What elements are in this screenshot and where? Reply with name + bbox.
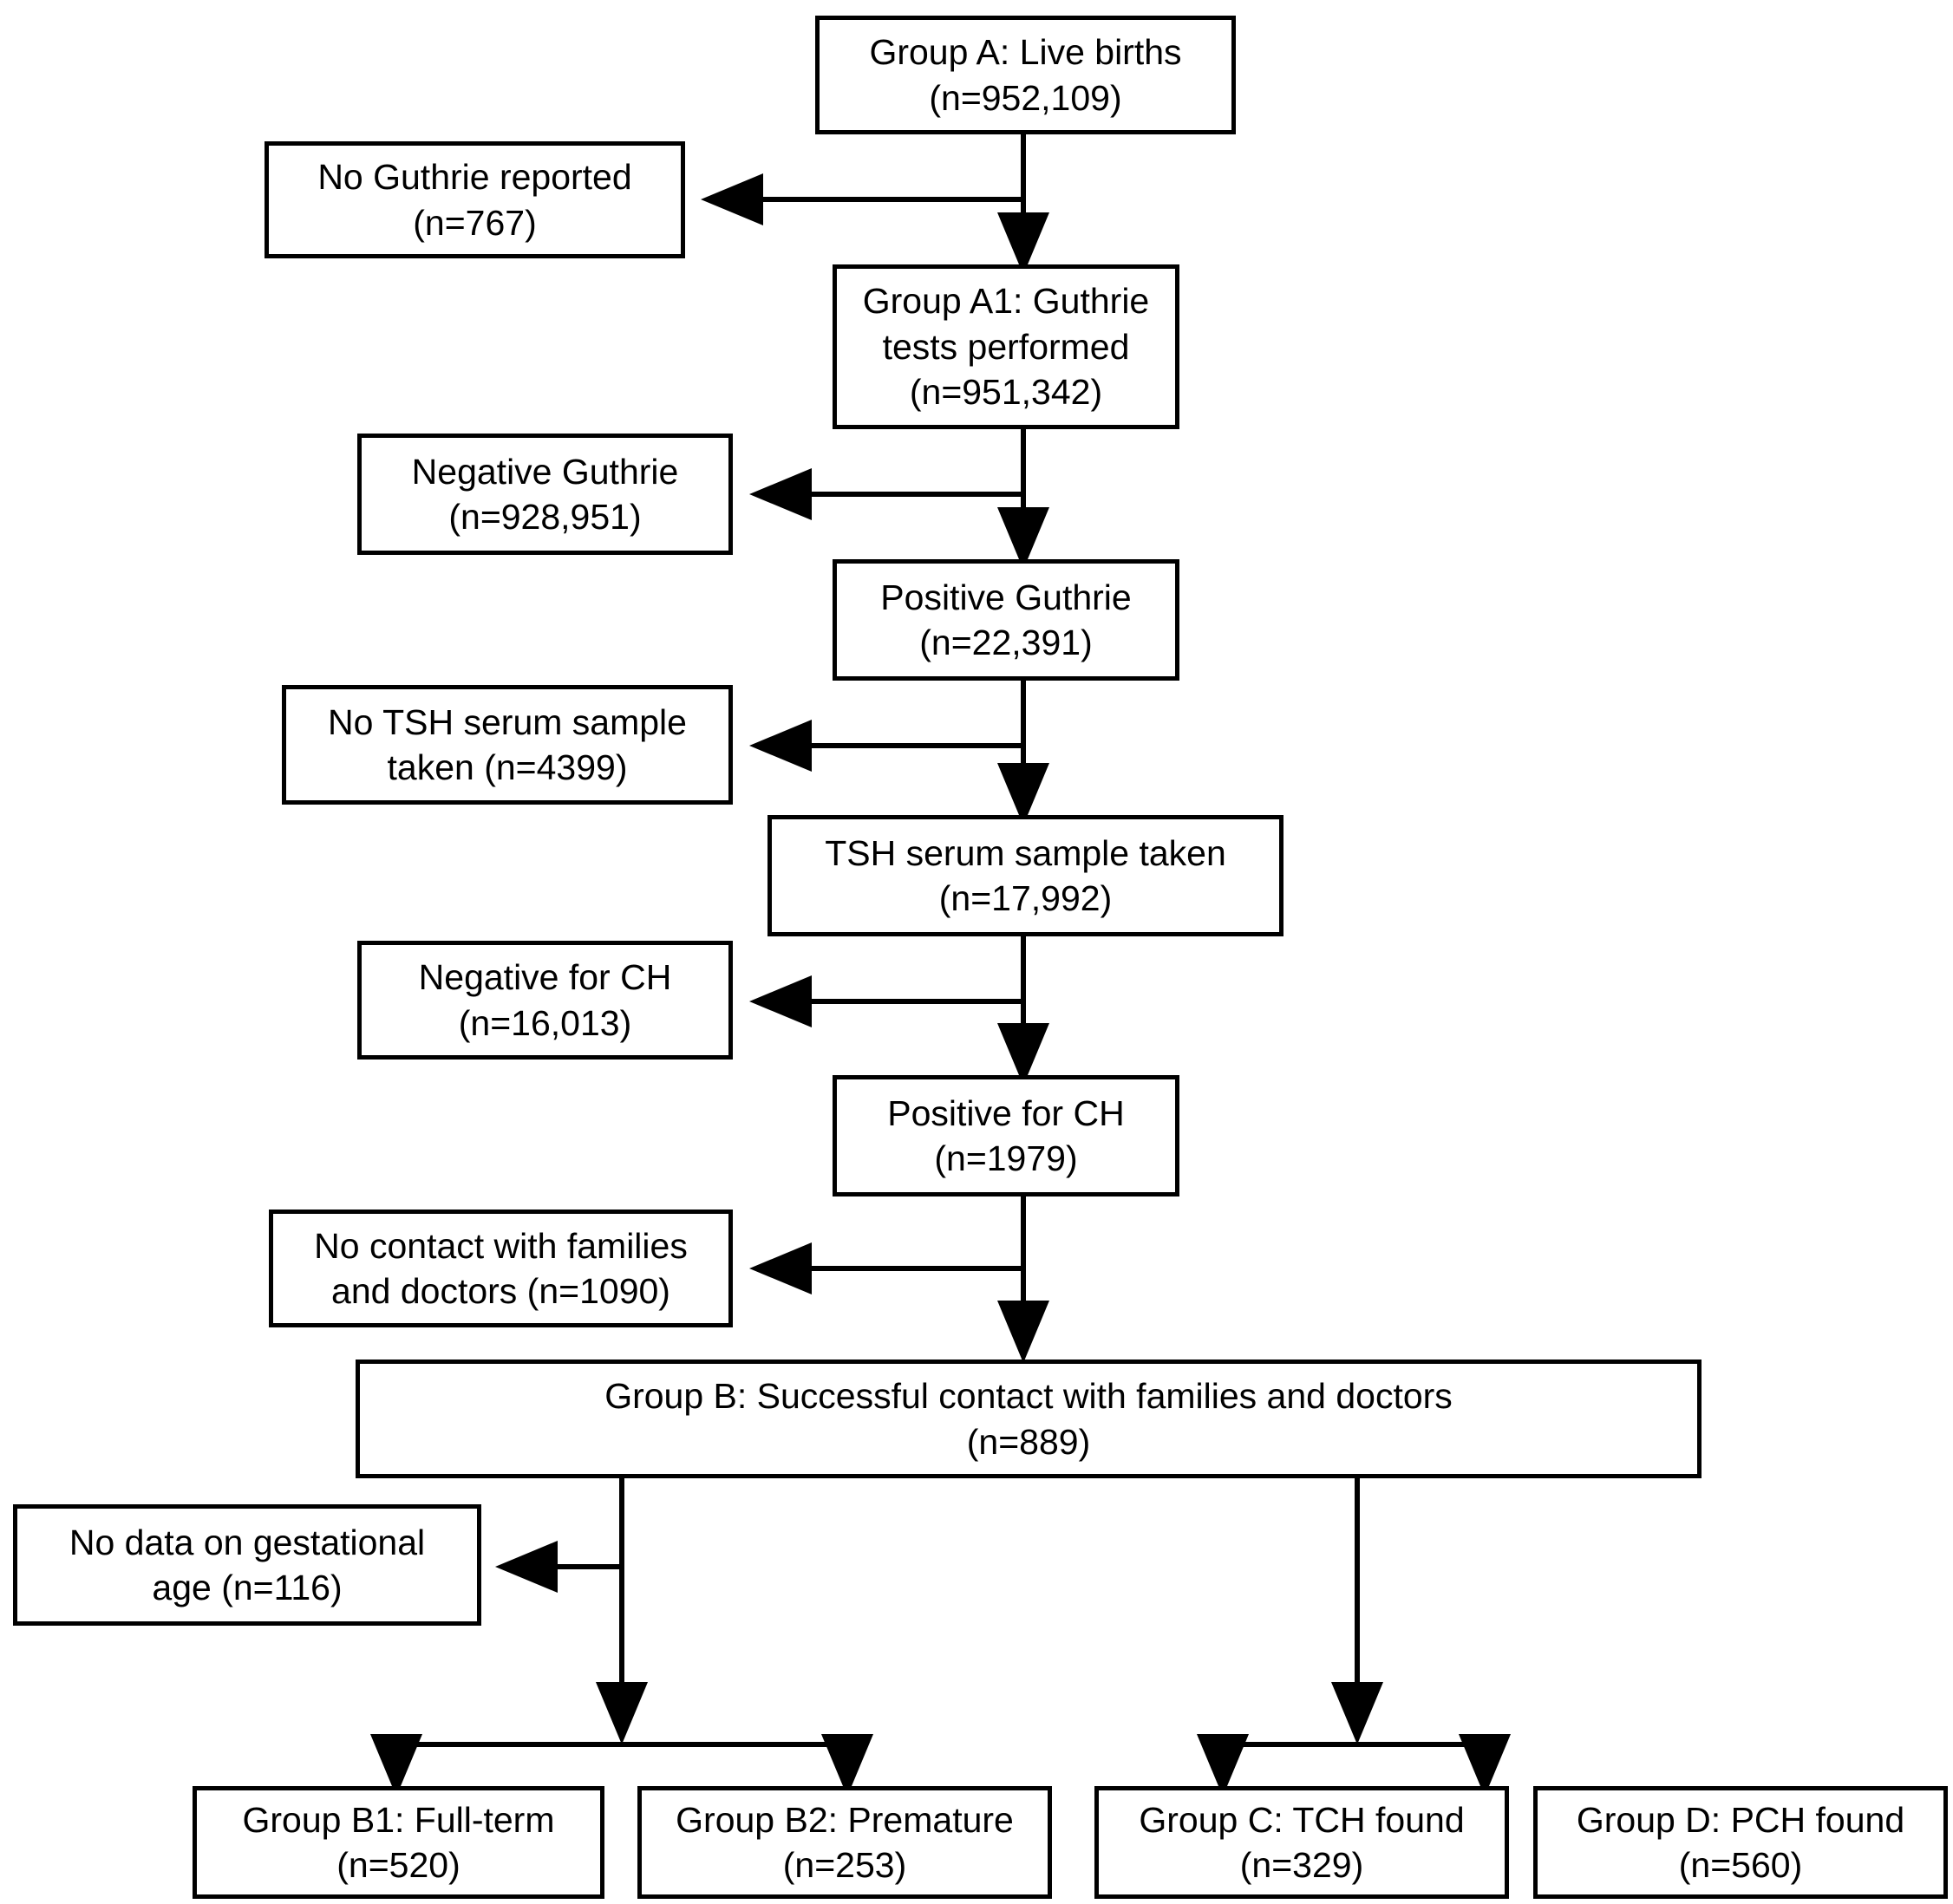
node-negative-for-ch-line-1: Negative for CH <box>418 957 672 998</box>
node-group-a1-line-3: (n=951,342) <box>909 372 1103 413</box>
node-no-gestational-age-line-1: No data on gestational <box>69 1522 426 1562</box>
node-no-tsh-serum-sample-line-1: No TSH serum sample <box>328 701 687 742</box>
node-negative-for-ch[interactable]: Negative for CH (n=16,013) <box>357 941 733 1060</box>
node-no-guthrie-reported-line-2: (n=767) <box>413 202 537 243</box>
node-positive-guthrie-line-2: (n=22,391) <box>919 623 1093 662</box>
node-positive-for-ch-line-2: (n=1979) <box>934 1138 1078 1178</box>
node-group-b2-line-1: Group B2: Premature <box>676 1799 1014 1840</box>
node-no-guthrie-reported-line-1: No Guthrie reported <box>317 157 632 198</box>
node-group-b-line-1: Group B: Successful contact with familie… <box>604 1376 1453 1417</box>
node-no-contact[interactable]: No contact with families and doctors (n=… <box>269 1210 733 1327</box>
node-group-a1-line-1: Group A1: Guthrie <box>862 281 1150 322</box>
node-group-a-line-1: Group A: Live births <box>869 32 1182 73</box>
node-negative-guthrie[interactable]: Negative Guthrie (n=928,951) <box>357 434 733 555</box>
node-group-a1[interactable]: Group A1: Guthrie tests performed (n=951… <box>833 264 1179 429</box>
node-no-tsh-serum-sample[interactable]: No TSH serum sample taken (n=4399) <box>282 685 733 805</box>
node-group-b-line-2: (n=889) <box>966 1421 1091 1462</box>
node-group-d[interactable]: Group D: PCH found (n=560) <box>1533 1786 1948 1899</box>
node-no-gestational-age-line-2: age (n=116) <box>152 1568 343 1607</box>
node-negative-guthrie-line-2: (n=928,951) <box>448 497 642 537</box>
node-group-b2[interactable]: Group B2: Premature (n=253) <box>637 1786 1052 1899</box>
node-tsh-serum-sample-taken-line-1: TSH serum sample taken <box>825 832 1226 873</box>
node-group-b[interactable]: Group B: Successful contact with familie… <box>356 1360 1702 1478</box>
node-group-c-line-2: (n=329) <box>1239 1845 1364 1885</box>
node-no-tsh-serum-sample-line-2: taken (n=4399) <box>387 747 628 787</box>
node-tsh-serum-sample-taken-line-2: (n=17,992) <box>938 878 1113 918</box>
node-tsh-serum-sample-taken[interactable]: TSH serum sample taken (n=17,992) <box>767 815 1283 936</box>
node-no-contact-line-1: No contact with families <box>314 1225 688 1266</box>
node-negative-guthrie-line-1: Negative Guthrie <box>411 451 679 492</box>
node-group-a1-line-2: tests performed <box>882 326 1130 367</box>
node-group-b1-line-1: Group B1: Full-term <box>242 1799 555 1840</box>
node-positive-for-ch[interactable]: Positive for CH (n=1979) <box>833 1075 1179 1197</box>
node-group-d-line-1: Group D: PCH found <box>1576 1799 1905 1840</box>
node-group-c-line-1: Group C: TCH found <box>1139 1799 1465 1840</box>
node-positive-guthrie[interactable]: Positive Guthrie (n=22,391) <box>833 559 1179 681</box>
node-group-a-line-2: (n=952,109) <box>929 77 1122 118</box>
node-no-gestational-age[interactable]: No data on gestational age (n=116) <box>13 1504 481 1626</box>
node-group-b1[interactable]: Group B1: Full-term (n=520) <box>193 1786 604 1899</box>
node-group-a[interactable]: Group A: Live births (n=952,109) <box>815 16 1236 134</box>
node-negative-for-ch-line-2: (n=16,013) <box>458 1002 632 1043</box>
node-positive-guthrie-line-1: Positive Guthrie <box>880 577 1132 617</box>
node-positive-for-ch-line-1: Positive for CH <box>887 1092 1125 1133</box>
node-group-b2-line-2: (n=253) <box>782 1845 907 1885</box>
node-group-b1-line-2: (n=520) <box>336 1845 460 1885</box>
node-group-c[interactable]: Group C: TCH found (n=329) <box>1094 1786 1509 1899</box>
node-group-d-line-2: (n=560) <box>1678 1845 1803 1885</box>
node-no-contact-line-2: and doctors (n=1090) <box>331 1271 670 1311</box>
node-no-guthrie-reported[interactable]: No Guthrie reported (n=767) <box>265 141 685 258</box>
